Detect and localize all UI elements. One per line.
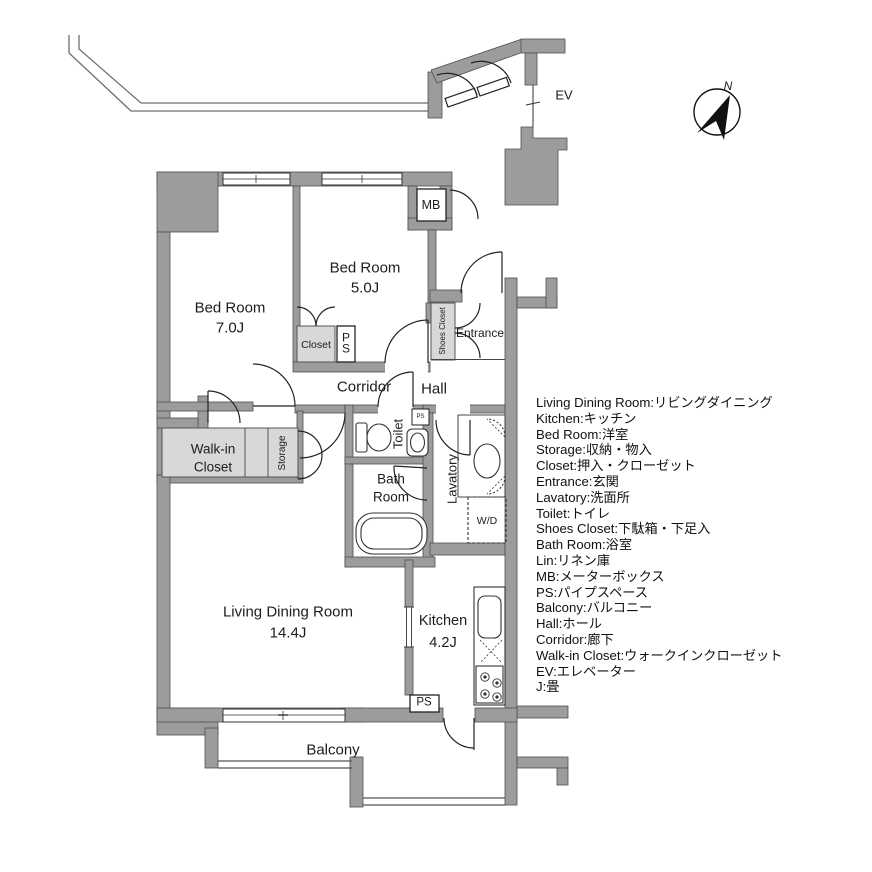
legend-item: Entrance:玄関 (536, 473, 619, 489)
label-bath-line1: Bath (377, 471, 405, 487)
kitchen-counter (473, 586, 506, 706)
stove-burner-icons (480, 672, 502, 702)
north-arrow-icon (697, 95, 730, 140)
toilet-door (377, 371, 414, 408)
closet-doors (296, 306, 336, 327)
storage-doors (297, 430, 323, 480)
bedroom7-door (252, 363, 296, 407)
legend-item: J:畳 (536, 679, 560, 695)
washer-dryer-box (467, 496, 507, 544)
label-bedroom5-size: 5.0J (350, 279, 380, 297)
label-kitchen-name: Kitchen (418, 612, 468, 629)
legend-item: Storage:収納・物入 (536, 442, 652, 458)
legend-item: Balcony:バルコニー (536, 600, 653, 616)
label-bedroom7-name: Bed Room (194, 299, 266, 317)
bathtub (355, 512, 428, 555)
lavatory-door (435, 419, 471, 456)
wall-porch-cap (520, 38, 566, 54)
kitchen-sink (477, 595, 502, 639)
window-bed7 (222, 172, 291, 186)
compass-circle (693, 88, 741, 136)
label-living-dining-size: 14.4J (269, 624, 307, 642)
legend-item: Kitchen:キッチン (536, 410, 637, 426)
label-walk-in-line2: Closet (193, 459, 233, 475)
label-pipe-space-toilet: PS (416, 414, 425, 420)
legend-item: Bath Room:浴室 (536, 537, 633, 553)
label-washer-dryer: W/D (476, 514, 498, 527)
bedroom5-door (384, 319, 429, 364)
legend: Living Dining Room:リビングダイニング Kitchen:キッチ… (536, 395, 782, 695)
toilet-fixture (355, 422, 392, 453)
bath-door (393, 465, 428, 501)
building-outline (68, 35, 433, 112)
doors (207, 60, 512, 750)
legend-item: Lavatory:洗面所 (536, 489, 630, 505)
label-compass-north: N (723, 79, 733, 93)
pipe-space-box-bedroom (336, 325, 356, 363)
storage-boxes (161, 302, 456, 478)
window-living-balcony (222, 708, 346, 723)
label-pipe-space-kitchen: PS (416, 696, 432, 709)
label-bedroom5-name: Bed Room (329, 259, 401, 277)
meter-box (416, 188, 447, 222)
balcony-railing (218, 760, 505, 806)
legend-item: Corridor:廊下 (536, 631, 614, 647)
legend-item: Shoes Closet:下駄箱・下足入 (536, 521, 711, 537)
meter-box-door (449, 189, 479, 220)
legend-item: Bed Room:洋室 (536, 426, 629, 442)
label-pipe-space-bedroom: PS (341, 330, 350, 356)
label-shoes-closet: Shoes Closet (438, 307, 447, 355)
balcony-door (443, 717, 475, 750)
legend-item: EV:エレベーター (536, 663, 636, 679)
legend-item: Walk-in Closet:ウォークインクローゼット (536, 647, 783, 663)
label-elevator: EV (555, 87, 573, 103)
toilet-basin (406, 428, 429, 457)
legend-item: MB:メーターボックス (536, 568, 665, 584)
shoes-closet-box (430, 302, 456, 361)
label-lavatory: Lavatory (444, 454, 460, 504)
label-bath-line2: Room (372, 489, 410, 505)
label-walk-in-line1: Walk-in (190, 441, 236, 457)
walk-in-closet-door (207, 390, 241, 424)
legend-item: Living Dining Room:リビングダイニング (536, 395, 773, 410)
elevator-access-line (525, 85, 541, 127)
legend-item: Toilet:トイレ (536, 505, 611, 521)
label-closet: Closet (301, 338, 331, 351)
vestibule-door (299, 412, 346, 459)
label-kitchen-size: 4.2J (429, 634, 457, 651)
pipe-space-box-kitchen (409, 694, 440, 713)
label-hall: Hall (421, 380, 447, 398)
pipe-space-box-toilet (411, 408, 430, 426)
label-entrance: Entrance (455, 326, 505, 340)
label-corridor: Corridor (336, 378, 392, 396)
legend-item: PS:パイプスペース (536, 584, 648, 600)
porch-doors (436, 60, 512, 108)
label-living-dining-name: Living Dining Room (222, 603, 354, 621)
lavatory-vanity (457, 414, 506, 498)
storage-box (267, 427, 299, 478)
label-meter-box: MB (421, 197, 441, 212)
wall-openings (378, 361, 470, 414)
label-balcony: Balcony (306, 741, 360, 759)
service-boxes (336, 188, 447, 713)
legend-item: Lin:リネン庫 (536, 552, 611, 568)
walk-in-closet-box (161, 427, 269, 478)
label-bedroom7-size: 7.0J (215, 319, 245, 337)
entrance-door (460, 251, 503, 294)
windows (222, 172, 403, 723)
elevator-shaft (504, 126, 568, 206)
shoes-closet-doors (454, 302, 481, 359)
legend-item: Hall:ホール (536, 616, 602, 632)
fixtures (355, 414, 507, 706)
label-toilet: Toilet (390, 418, 406, 450)
window-bed5 (321, 172, 403, 186)
wall-porch-stub (524, 52, 538, 86)
legend-item: Closet:押入・クローゼット (536, 458, 696, 474)
compass (693, 88, 741, 140)
label-storage: Storage (277, 435, 288, 471)
closet-box (296, 325, 336, 363)
kitchen-hatch (404, 606, 414, 648)
